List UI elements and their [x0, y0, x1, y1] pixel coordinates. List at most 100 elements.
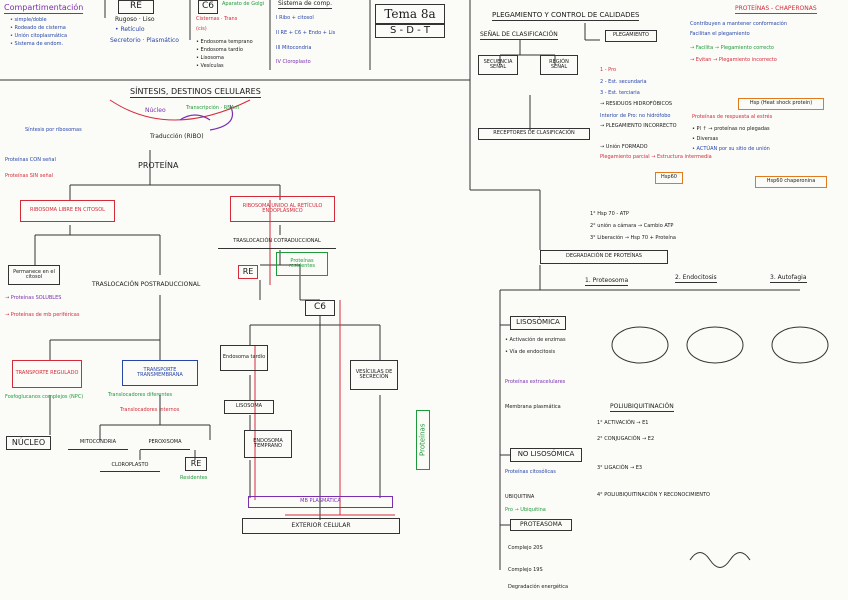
- proteina-label: PROTEÍNA: [138, 161, 179, 170]
- c6-item: (cis): [196, 26, 207, 32]
- exterior-celular-box: EXTERIOR CELULAR: [242, 518, 400, 534]
- endosoma-tardio-box: Endosoma tardío: [220, 345, 268, 371]
- no-lisosomica-box: NO LISOSÓMICA: [510, 448, 582, 462]
- lisosomica-box: LISOSÓMICA: [510, 316, 566, 330]
- pleg-item: → RESIDUOS HIDROFÓBICOS: [600, 101, 673, 107]
- re-item: Secretorio · Plasmático: [110, 37, 179, 44]
- sintesis-title: SÍNTESIS, DESTINOS CELULARES: [130, 87, 261, 98]
- re-item: Rugoso · Liso: [115, 16, 155, 23]
- degradacion-box: DEGRADACIÓN DE PROTEÍNAS: [540, 250, 668, 264]
- comp-item: • simple/doble: [10, 17, 47, 23]
- hsp-item: Proteínas de respuesta al estrés: [692, 114, 773, 120]
- transporte-trans-box: TRANSPORTE TRANSMEMBRANA: [122, 360, 198, 386]
- transporte-regulado-sub: Fosfoglucanos complejos (NPC): [5, 394, 84, 400]
- deg-3: 3. Autofagia: [770, 274, 807, 283]
- permanece-item: → Proteínas de mb periféricas: [5, 312, 80, 318]
- pleg-item: 2 - Est. secundaria: [600, 79, 647, 85]
- poli-item: 3° LIGACIÓN → E3: [597, 465, 643, 471]
- region-senal-box: REGIÓN SEÑAL: [540, 55, 578, 75]
- traslocacion-co: TRASLOCACIÓN COTRADUCCIONAL: [218, 235, 336, 249]
- pleg-item: 1 - Pro: [600, 67, 617, 73]
- lis-item: • Activación de enzimas: [505, 337, 566, 343]
- sistema-item: III Mitocondria: [276, 45, 312, 51]
- deg-2: 2. Endocitosis: [675, 274, 717, 283]
- sistema-item: IV Cloroplasto: [276, 59, 311, 65]
- sistema-item: II RE + C6 + Endo + Lis: [276, 30, 336, 36]
- vesiculas-box: VESÍCULAS DE SECRECIÓN: [350, 360, 398, 390]
- endosoma-temprano-box: ENDOSOMA TEMPRANO: [244, 430, 292, 458]
- con-senal: Proteínas CON señal: [5, 157, 56, 163]
- c6-item: • Endosoma temprano: [196, 39, 253, 45]
- hsp60-item: 2° unión a cámara → Cambio ATP: [590, 223, 674, 229]
- lis-item: Membrana plasmática: [505, 404, 561, 410]
- hsp60-cam-box: Hsp60 chaperonina: [755, 176, 827, 188]
- deg-1: 1. Proteosoma: [585, 277, 629, 286]
- pleg-item: Interior de Pro: no hidrófobo: [600, 113, 671, 119]
- traslocacion-post: TRASLOCACIÓN POSTRADUCCIONAL: [92, 281, 201, 288]
- c6-item: • Lisosoma: [196, 55, 224, 61]
- ribosoma-libre-box: RIBOSOMA LIBRE EN CITOSOL: [20, 200, 115, 222]
- pleg-item: 3 - Est. terciaria: [600, 90, 640, 96]
- hsp-item: • Diversas: [692, 136, 719, 142]
- traduccion-label: Traducción (RIBO): [150, 133, 204, 140]
- poli-item: 1° ACTIVACIÓN → E1: [597, 420, 649, 426]
- poli-item: 2° CONJUGACIÓN → E2: [597, 436, 655, 442]
- comp-item: • Unión citoplasmática: [10, 33, 68, 39]
- plegamiento-title: PLEGAMIENTO Y CONTROL DE CALIDADES: [492, 11, 640, 21]
- c6-item: Cisternas · Trans: [196, 16, 238, 22]
- lis-item: • Vía de endocitosis: [505, 349, 556, 355]
- comp-title: Compartimentación: [4, 3, 84, 14]
- re-box-co: RE: [238, 265, 258, 279]
- nolis-item: UBIQUITINA: [505, 494, 535, 500]
- chap-item: Contribuyen a mantener conformación: [690, 21, 788, 27]
- pleg-item: → PLEGAMIENTO INCORRECTO: [600, 123, 677, 129]
- tema-box: Tema 8a: [375, 4, 445, 24]
- permanece-box: Permanece en el citosol: [8, 265, 60, 285]
- proteinas-re-box: Proteínas residentes: [276, 252, 328, 276]
- chap-line: → Facilita → Plegamiento correcto: [690, 45, 774, 51]
- nolis-item: Pro → Ubiquitina: [505, 507, 546, 513]
- pleg-item: → Unión FORMADO: [600, 144, 648, 150]
- mitocondria-label: MITOCONDRIA: [68, 437, 128, 450]
- transporte-trans-sub2: Translocadores internos: [120, 407, 180, 413]
- poli-item: 4° POLIUBIQUITINACIÓN Y RECONOCIMIENTO: [597, 492, 710, 498]
- plegamiento-box: PLEGAMIENTO: [605, 30, 657, 42]
- transcrip-label: Transcripción · RNAm: [186, 105, 240, 111]
- hsp60-box: Hsp60: [655, 172, 683, 184]
- prot-item: Complejo 19S: [508, 567, 543, 573]
- permanece-item: → Proteínas SOLUBLES: [5, 295, 62, 301]
- hsp60-item: 1° Hsp 70 - ATP: [590, 211, 629, 217]
- sistema-item: I Ribo + citosol: [276, 15, 314, 21]
- prot-item: Complejo 20S: [508, 545, 543, 551]
- pleg-item: Plegamiento parcial → Estructura interme…: [600, 154, 712, 160]
- tema-sub-box: S - D - T: [375, 24, 445, 38]
- transporte-trans-sub: Translocadores diferentes: [108, 392, 173, 398]
- lis-item: Proteínas extracelulares: [505, 379, 566, 385]
- secuencia-senal-box: SECUENCIA SEÑAL: [478, 55, 518, 75]
- nucleo-label: Núcleo: [145, 107, 166, 114]
- sin-senal: Proteínas SIN señal: [5, 173, 54, 179]
- peroxisoma-label: PEROXISOMA: [140, 437, 190, 450]
- proteinas-vertical: Proteínas: [416, 410, 430, 470]
- mb-plasmatica-box: MB PLASMÁTICA: [248, 496, 393, 508]
- c6-item: • Vesículas: [196, 63, 224, 69]
- chap-item: Facilitan el plegamiento: [690, 31, 750, 37]
- nucleo-box: NÚCLEO: [6, 436, 51, 450]
- c6-sub: Aparato de Golgi: [222, 1, 265, 7]
- hsp-item: • ACTÚAN por su sitio de unión: [692, 146, 770, 152]
- comp-item: • Rodeado de cisterna: [10, 25, 66, 31]
- hsp-item: • Pl ↑ → proteínas no plegadas: [692, 126, 770, 132]
- receptores-box: RECEPTORES DE CLASIFICACIÓN: [478, 128, 590, 140]
- c6-box: C6: [305, 300, 335, 316]
- chaperonas-title: PROTEÍNAS - CHAPERONAS: [735, 5, 817, 14]
- comp-item: • Sistema de endom.: [10, 41, 64, 47]
- hsp-heat-box: Hsp (Heat shock protein): [738, 98, 824, 110]
- c6-title-box: C6: [198, 0, 218, 14]
- senal-clasif: SEÑAL DE CLASIFICACIÓN: [480, 31, 558, 40]
- re-box-lower: RE: [185, 457, 207, 471]
- re-sub: Residentes: [180, 475, 208, 481]
- re-title-box: RE: [118, 0, 154, 14]
- ribosoma-unido-box: RIBOSOMA UNIDO AL RETÍCULO ENDOPLÁSMICO: [230, 196, 335, 222]
- sistema-title: Sistema de comp.: [278, 0, 333, 9]
